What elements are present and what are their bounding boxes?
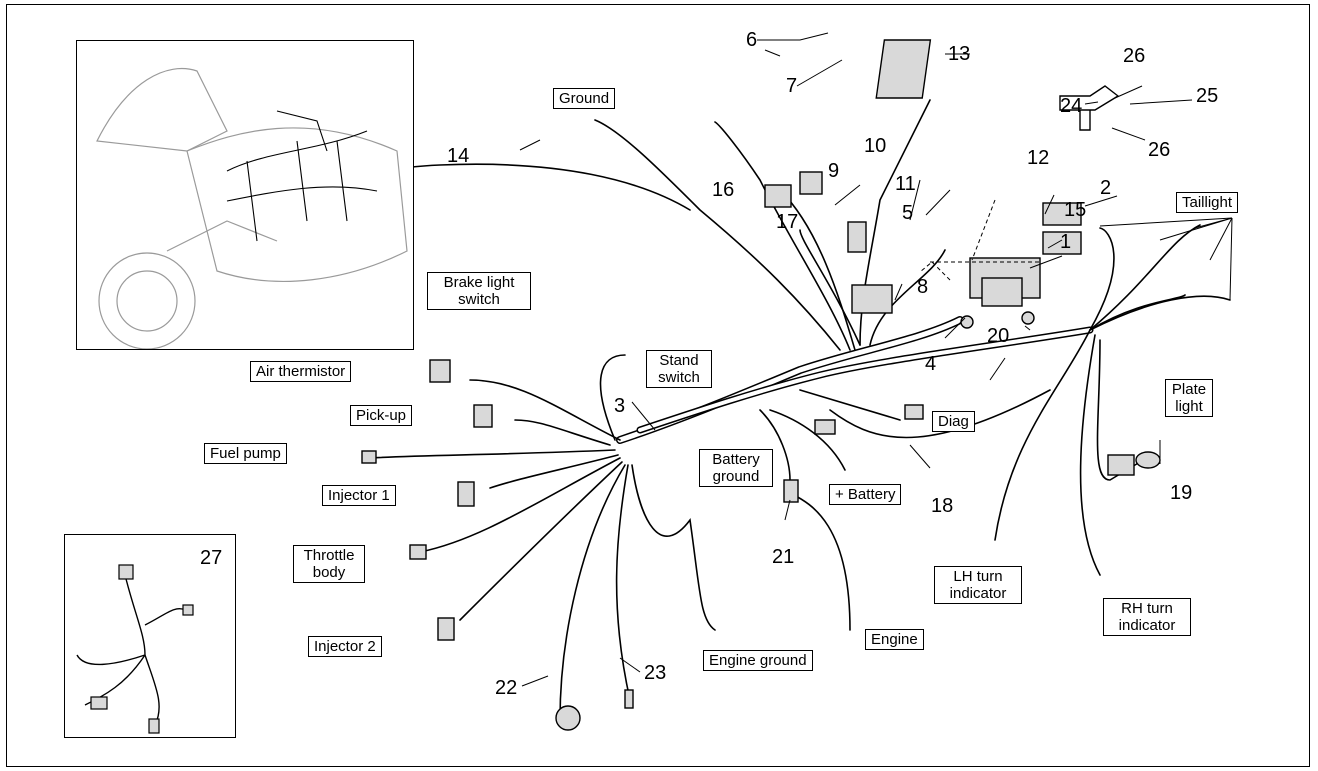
- part-number: 20: [987, 325, 1010, 347]
- motorcycle-sketch: [96, 67, 408, 350]
- part-number: 26: [1123, 45, 1146, 67]
- part-number: 6: [746, 29, 758, 51]
- label-injector-1: Injector 1: [322, 485, 396, 506]
- label-air-thermistor: Air thermistor: [250, 361, 352, 382]
- sub-harness-sketch: [76, 564, 194, 734]
- part-number: 26: [1148, 139, 1171, 161]
- label-plus-battery: + Battery: [829, 484, 902, 505]
- part-number: 7: [786, 75, 798, 97]
- label-ground: Ground: [553, 88, 616, 109]
- part-number: 19: [1170, 482, 1193, 504]
- part-number: 5: [902, 202, 914, 224]
- part-number: 15: [1064, 199, 1087, 221]
- part-number: 22: [495, 677, 518, 699]
- part-number: 24: [1060, 95, 1083, 117]
- part-number: 21: [772, 546, 795, 568]
- part-number: 11: [895, 173, 916, 195]
- part-number: 12: [1027, 147, 1050, 169]
- label-engine-ground: Engine ground: [703, 650, 813, 671]
- label-lh-turn-indicator: LH turn indicator: [934, 566, 1022, 604]
- part-number: 17: [776, 211, 799, 233]
- label-diag: Diag: [932, 411, 975, 432]
- part-number: 8: [917, 276, 929, 298]
- part-number: 23: [644, 662, 667, 684]
- motorcycle-location-inset: [76, 40, 414, 350]
- part-number: 1: [1060, 231, 1072, 253]
- part-number: 14: [447, 145, 470, 167]
- label-rh-turn-indicator: RH turn indicator: [1103, 598, 1191, 636]
- label-throttle-body: Throttle body: [293, 545, 365, 583]
- label-stand-switch: Stand switch: [646, 350, 712, 388]
- part-number: 16: [712, 179, 735, 201]
- label-fuel-pump: Fuel pump: [204, 443, 287, 464]
- part-number: 10: [864, 135, 887, 157]
- label-engine: Engine: [865, 629, 924, 650]
- label-brake-light-switch: Brake light switch: [427, 272, 531, 310]
- label-injector-2: Injector 2: [308, 636, 382, 657]
- label-pick-up: Pick-up: [350, 405, 413, 426]
- part-27-inset: [64, 534, 236, 738]
- part-number: 27: [200, 547, 223, 569]
- part-number: 4: [925, 353, 937, 375]
- label-plate-light: Plate light: [1165, 379, 1213, 417]
- part-number: 9: [828, 160, 840, 182]
- label-battery-ground: Battery ground: [699, 449, 773, 487]
- label-taillight: Taillight: [1176, 192, 1239, 213]
- part-number: 2: [1100, 177, 1112, 199]
- part-number: 25: [1196, 85, 1219, 107]
- diagram-frame: [6, 4, 1310, 767]
- part-number: 13: [948, 43, 971, 65]
- part-number: 18: [931, 495, 954, 517]
- part-number: 3: [614, 395, 626, 417]
